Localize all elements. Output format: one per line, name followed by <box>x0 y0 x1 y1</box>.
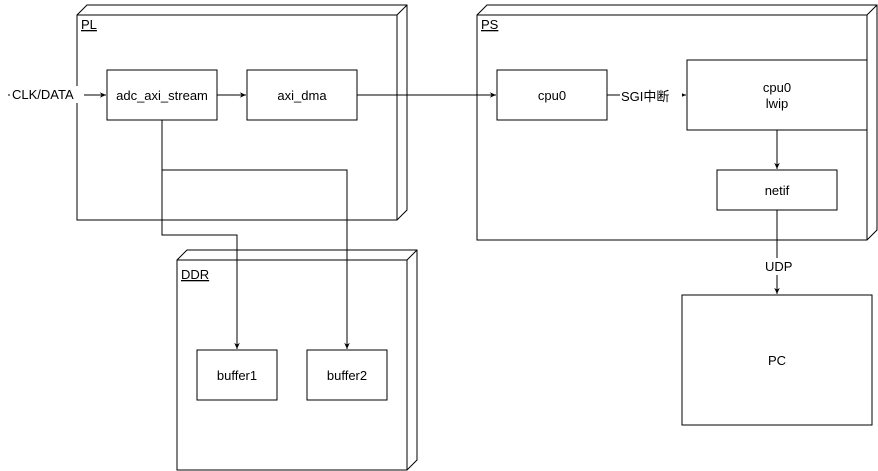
buffer2-label: buffer2 <box>327 368 367 383</box>
buffer1-label: buffer1 <box>217 368 257 383</box>
buffer1-block: buffer1 <box>196 349 278 401</box>
input-edge-label: CLK/DATA <box>12 87 74 102</box>
pl-node-label: PL <box>81 17 97 32</box>
pl-node: PL <box>76 4 408 221</box>
cpu0-lwip-label-line1: cpu0 <box>763 80 791 95</box>
cpu0-label: cpu0 <box>538 88 566 103</box>
adc-to-buffer1-edge <box>161 120 240 349</box>
buffer2-block: buffer2 <box>306 349 388 401</box>
adc-to-buffer2-edge <box>162 169 350 349</box>
ddr-node-label: DDR <box>181 267 209 282</box>
netif-label: netif <box>765 183 790 198</box>
pc-label: PC <box>768 353 786 368</box>
adc-axi-stream-label: adc_axi_stream <box>116 88 208 103</box>
pc-block: PC <box>681 294 873 426</box>
ps-node-label: PS <box>481 17 499 32</box>
axi-dma-label: axi_dma <box>277 88 327 103</box>
sgi-edge-label: SGI中断 <box>621 89 669 104</box>
adc-axi-stream-block: adc_axi_stream <box>106 69 218 121</box>
netif-block: netif <box>716 169 838 211</box>
cpu0-lwip-block: cpu0 lwip <box>686 59 868 131</box>
axi-dma-block: axi_dma <box>246 69 358 121</box>
udp-edge-label: UDP <box>765 259 792 274</box>
cpu0-lwip-label-line2: lwip <box>766 96 788 111</box>
edge-labels: CLK/DATA SGI中断 UDP <box>10 86 796 275</box>
cpu0-block: cpu0 <box>496 69 608 121</box>
